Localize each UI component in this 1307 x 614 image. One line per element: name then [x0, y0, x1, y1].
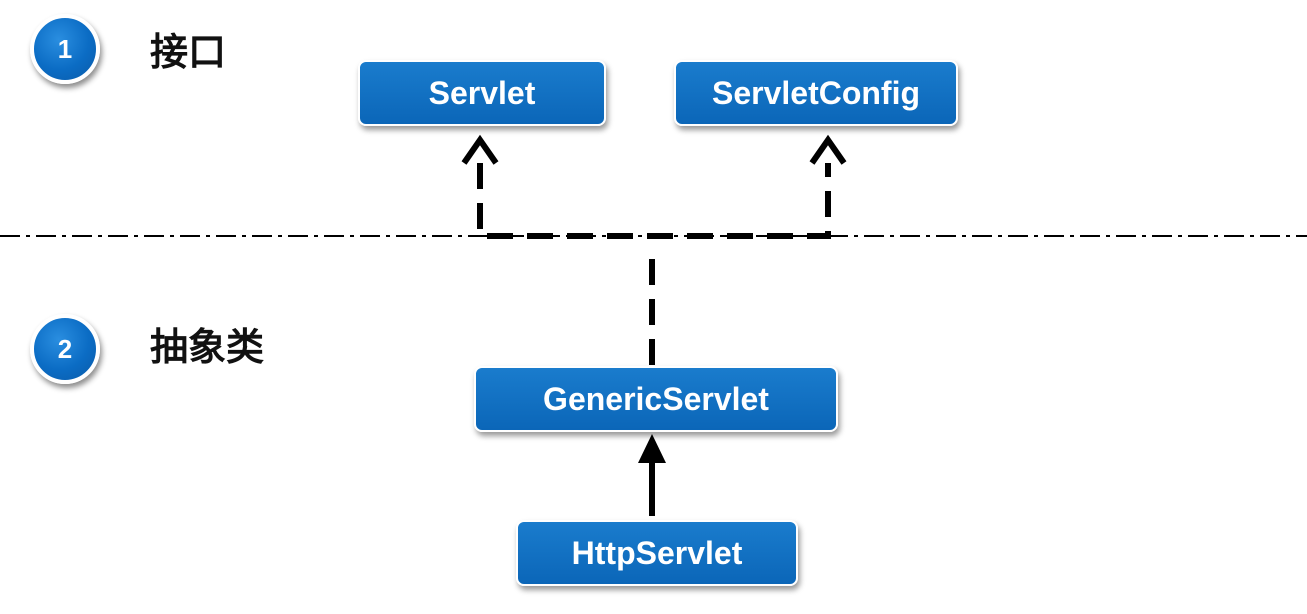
- genericservlet-node: GenericServlet: [474, 366, 838, 432]
- arrowhead-to-servletconfig: [809, 134, 847, 165]
- arrowhead-to-servlet: [461, 134, 499, 165]
- servlet-node: Servlet: [358, 60, 606, 126]
- level-1-label: 接口: [150, 30, 227, 74]
- httpservlet-node: HttpServlet: [516, 520, 798, 586]
- level-2-badge: 2: [30, 314, 100, 384]
- level-2-label: 抽象类: [150, 325, 265, 369]
- implements-branch-line: [477, 163, 831, 239]
- servletconfig-node: ServletConfig: [674, 60, 958, 126]
- level-1-badge: 1: [30, 14, 100, 84]
- extends-arrowhead: [638, 434, 666, 463]
